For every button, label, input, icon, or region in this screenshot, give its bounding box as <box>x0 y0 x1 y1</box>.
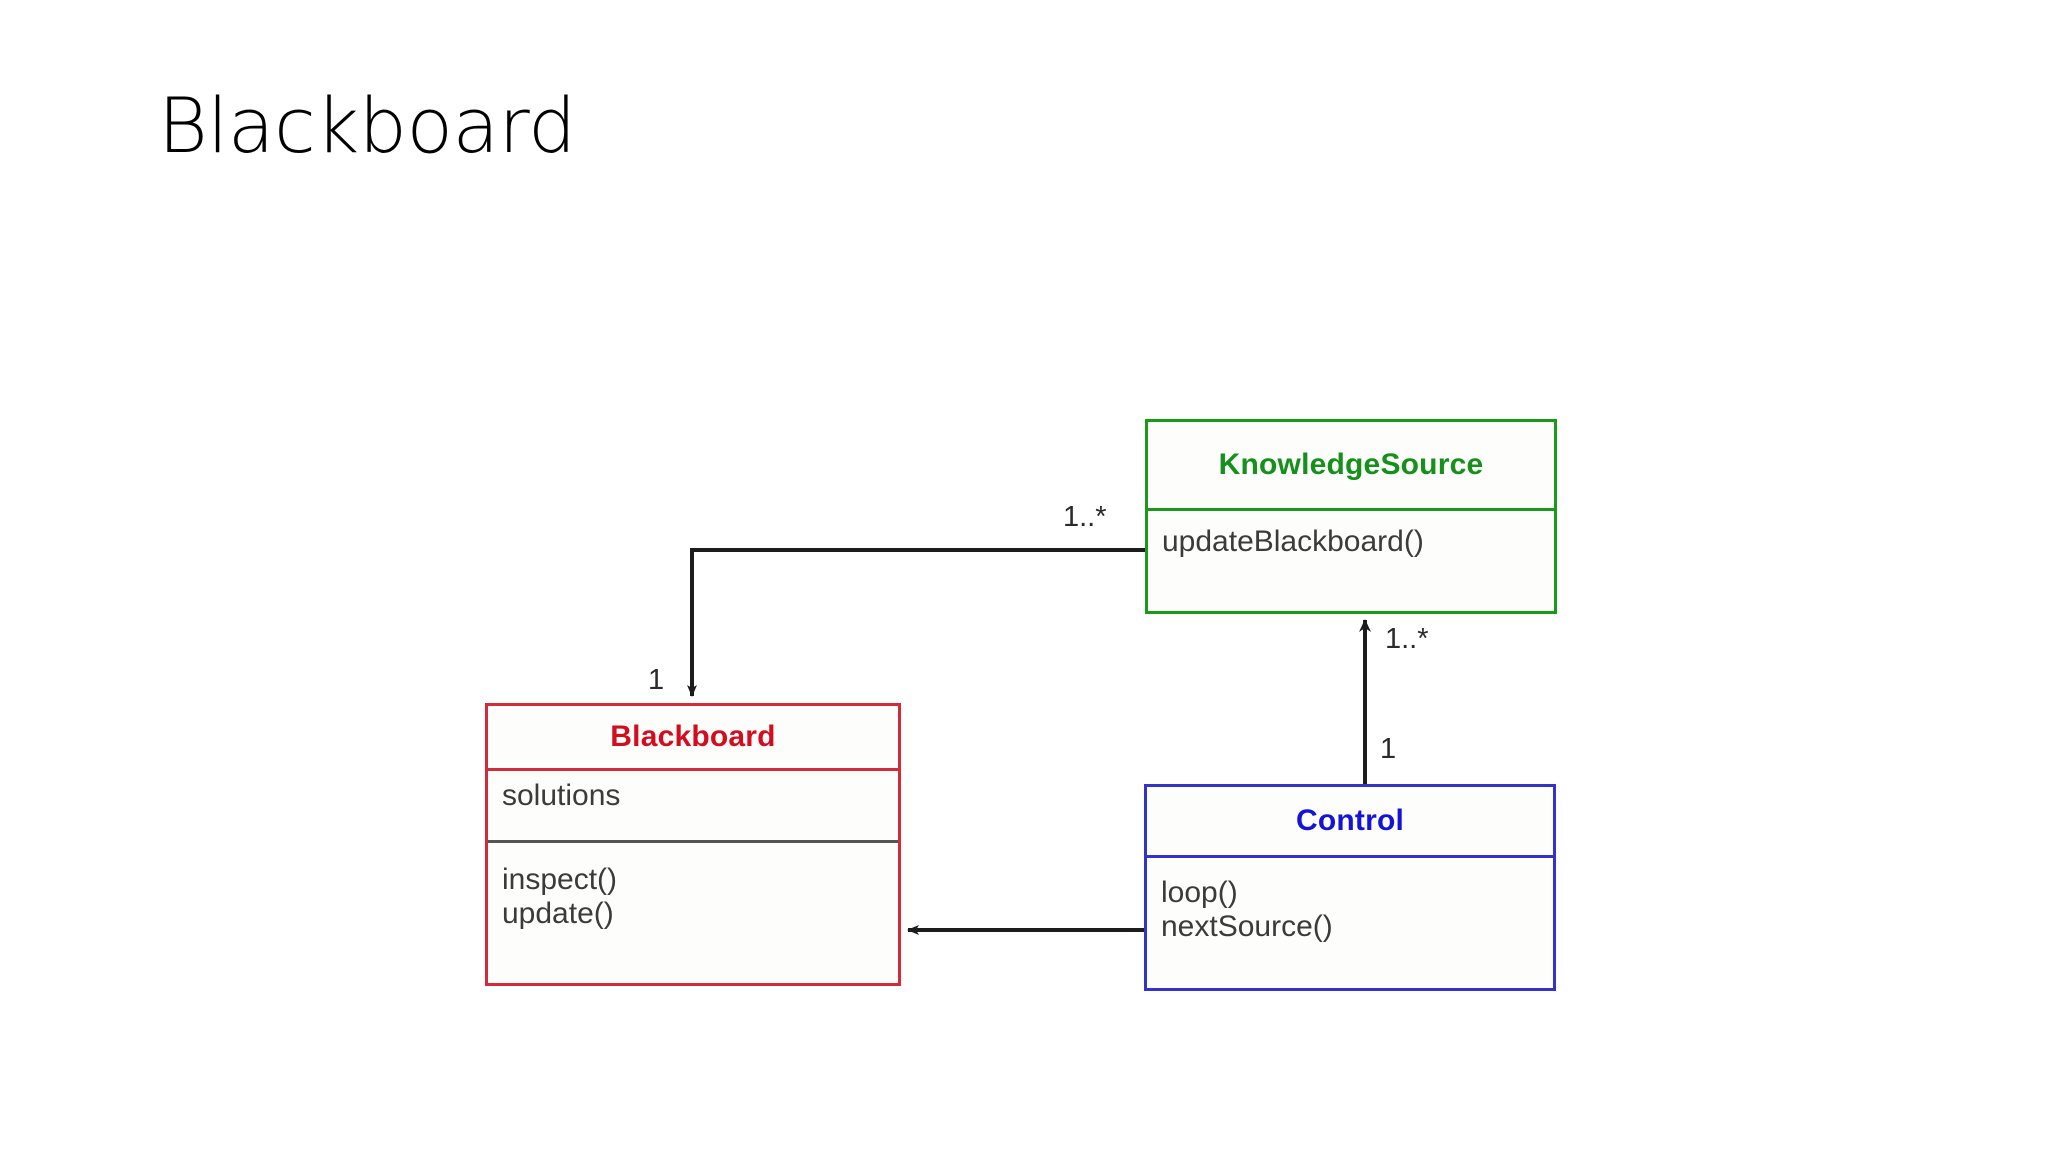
uml-class-knowledgesource[interactable]: KnowledgeSource updateBlackboard() <box>1145 419 1557 614</box>
uml-operations-control: loop() nextSource() <box>1147 858 1553 943</box>
uml-class-control[interactable]: Control loop() nextSource() <box>1144 784 1556 991</box>
uml-operation: inspect() <box>502 863 618 896</box>
uml-operations-knowledgesource: updateBlackboard() <box>1148 511 1554 611</box>
uml-operations-blackboard: inspect() update() <box>488 843 898 930</box>
uml-class-name-control: Control <box>1147 787 1553 858</box>
uml-attribute: solutions <box>502 779 621 812</box>
uml-operation: loop() <box>1161 876 1238 909</box>
uml-attributes-blackboard: solutions <box>488 771 898 843</box>
association-knowledgesource-blackboard <box>687 548 1145 697</box>
uml-class-name-knowledgesource: KnowledgeSource <box>1148 422 1554 512</box>
multiplicity-label-knowledgesource-end: 1..* <box>1063 501 1107 533</box>
uml-class-name-blackboard: Blackboard <box>488 706 898 771</box>
page-title: Blackboard <box>158 81 576 170</box>
multiplicity-label-control-knowledgesource-top: 1..* <box>1385 623 1429 655</box>
uml-operation: update() <box>502 896 614 930</box>
uml-operation: nextSource() <box>1161 909 1333 943</box>
multiplicity-label-control-knowledgesource-bottom: 1 <box>1380 733 1397 765</box>
uml-operation: updateBlackboard() <box>1162 525 1424 559</box>
multiplicity-label-blackboard-end: 1 <box>648 664 665 696</box>
uml-class-blackboard[interactable]: Blackboard solutions inspect() update() <box>485 703 901 986</box>
